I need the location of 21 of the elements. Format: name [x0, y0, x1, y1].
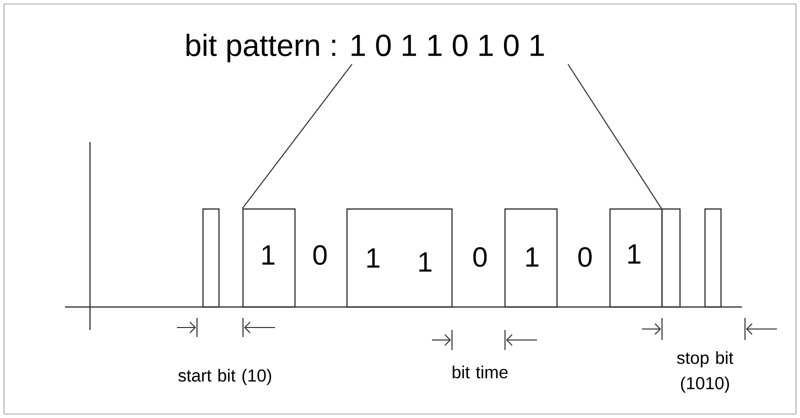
- caption-text: bit time: [452, 366, 508, 378]
- pulse: [609, 208, 663, 308]
- pulse: [504, 208, 558, 308]
- bit-value: 1: [367, 248, 380, 268]
- bit-value: 0: [578, 247, 592, 267]
- bit-value: 1: [526, 247, 538, 267]
- bit-value: 1: [419, 252, 432, 272]
- caption-text: stop bit (1010): [677, 351, 734, 393]
- caption-text: start bit (10): [178, 368, 272, 386]
- pulse: [202, 208, 220, 308]
- pulse: [242, 208, 296, 308]
- pulse: [661, 208, 681, 308]
- leader-line: [242, 64, 352, 209]
- pulse: [346, 208, 453, 308]
- bit-value: 1: [628, 244, 640, 264]
- leader-line: [568, 64, 662, 209]
- bit-value: 1: [262, 245, 274, 265]
- title-text: bit pattern : 1 0 1 1 0 1 0 1: [186, 34, 544, 62]
- bit-value: 0: [473, 247, 487, 267]
- pulse: [704, 208, 722, 308]
- bit-value: 0: [313, 245, 327, 265]
